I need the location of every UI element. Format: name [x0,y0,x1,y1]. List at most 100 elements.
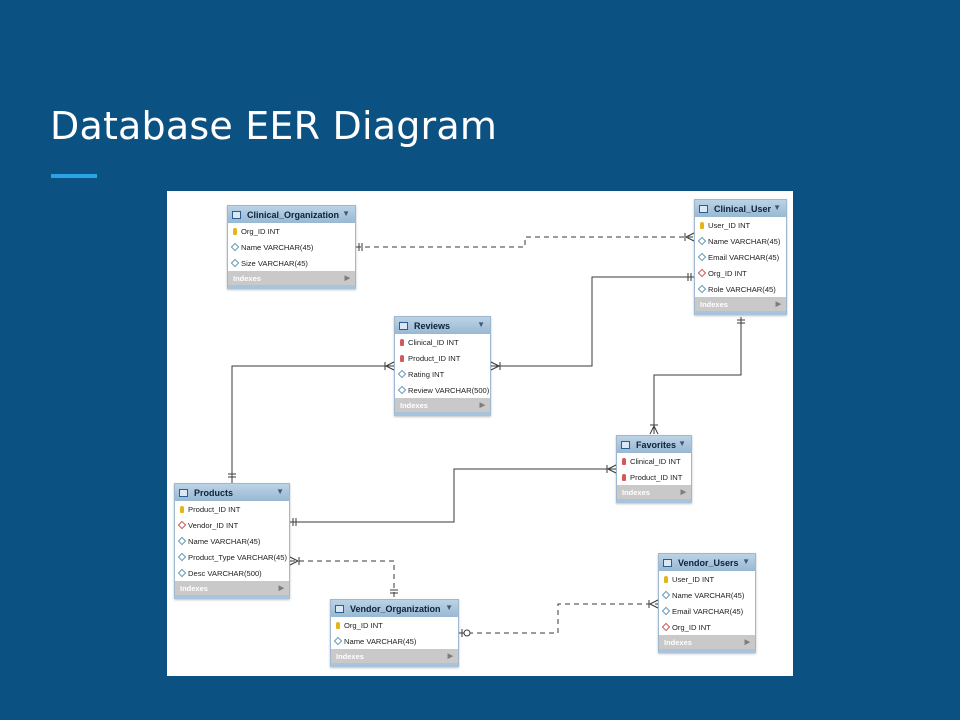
table-favorites[interactable]: Favorites▼ Clinical_ID INT Product_ID IN… [616,435,692,503]
table-products[interactable]: Products▼ Product_ID INT Vendor_ID INT N… [174,483,290,599]
crow-foot-vendor-users [648,599,659,609]
column-label: Name VARCHAR(45) [241,242,314,252]
indexes-label: Indexes [336,651,364,661]
column-label: Org_ID INT [708,268,747,278]
column-row[interactable]: Review VARCHAR(500) [395,382,490,398]
column-row[interactable]: Org_ID INT [695,265,786,281]
collapse-arrow-icon[interactable]: ▼ [477,320,485,329]
collapse-arrow-icon[interactable]: ▼ [445,603,453,612]
indexes-section[interactable]: Indexes▶ [228,271,355,285]
rel-vendor-users-org [459,603,658,634]
crow-foot-reviews-products [384,361,395,371]
expand-arrow-icon: ▶ [744,639,750,646]
column-row[interactable]: Name VARCHAR(45) [659,587,755,603]
column-label: Product_ID INT [408,353,461,363]
table-title: Clinical_Organization [247,209,340,220]
indexes-section[interactable]: Indexes▶ [331,649,458,663]
table-title: Clinical_User [714,203,772,214]
column-label: Name VARCHAR(45) [344,636,417,646]
column-label: Product_ID INT [630,472,683,482]
column-label: Vendor_ID INT [188,520,239,530]
foreign-key-diamond-icon [661,622,670,632]
column-row[interactable]: Org_ID INT [228,223,355,239]
indexes-label: Indexes [400,400,428,410]
column-row[interactable]: Product_ID INT [175,501,289,517]
bar-clinical-user-reviews [687,273,692,281]
foreign-key-diamond-icon [697,268,706,278]
column-diamond-icon [661,606,670,616]
table-title: Reviews [414,320,451,331]
bar-clinical-org [358,243,363,251]
collapse-arrow-icon[interactable]: ▼ [773,203,781,212]
column-row[interactable]: Vendor_ID INT [175,517,289,533]
bar-products-favorites [292,518,297,526]
column-row[interactable]: Size VARCHAR(45) [228,255,355,271]
indexes-section[interactable]: Indexes▶ [175,581,289,595]
column-label: Name VARCHAR(45) [672,590,745,600]
table-vendor-users[interactable]: Vendor_Users▼ User_ID INT Name VARCHAR(4… [658,553,756,653]
collapse-arrow-icon[interactable]: ▼ [742,557,750,566]
foreign-primary-key-icon [398,338,405,346]
expand-arrow-icon: ▶ [775,301,781,308]
column-label: Name VARCHAR(45) [188,536,261,546]
column-row[interactable]: Org_ID INT [659,619,755,635]
slide-title: Database EER Diagram [50,104,498,148]
bar-clinical-user-favorites [737,319,745,324]
table-title: Vendor_Organization [350,603,441,614]
indexes-label: Indexes [180,583,208,593]
column-row[interactable]: Clinical_ID INT [395,334,490,350]
collapse-arrow-icon[interactable]: ▼ [342,209,350,218]
table-icon [699,204,708,213]
table-clinical-organization[interactable]: Clinical_Organization▼ Org_ID INT Name V… [227,205,356,289]
indexes-section[interactable]: Indexes ▶ [617,485,691,499]
indexes-label: Indexes [622,487,650,497]
column-label: Product_ID INT [188,504,241,514]
foreign-primary-key-icon [398,354,405,362]
column-row[interactable]: Product_ID INT [617,469,691,485]
column-row[interactable]: Product_Type VARCHAR(45) [175,549,289,565]
column-row[interactable]: Desc VARCHAR(500) [175,565,289,581]
column-label: Product_Type VARCHAR(45) [188,552,288,562]
table-clinical-user[interactable]: Clinical_User▼ User_ID INT Name VARCHAR(… [694,199,787,315]
column-row[interactable]: Name VARCHAR(45) [175,533,289,549]
optional-circle-vendor-org [463,629,471,637]
indexes-section[interactable]: Indexes▶ [659,635,755,649]
table-icon [399,321,408,330]
column-label: Email VARCHAR(45) [708,252,780,262]
column-row[interactable]: Email VARCHAR(45) [659,603,755,619]
collapse-arrow-icon[interactable]: ▼ [276,487,284,496]
column-label: Email VARCHAR(45) [672,606,744,616]
relationship-lines [228,232,745,637]
indexes-label: Indexes [233,273,261,283]
column-row[interactable]: User_ID INT [695,217,786,233]
rel-reviews-products [231,365,394,483]
indexes-section[interactable]: Indexes▶ [695,297,786,311]
foreign-primary-key-icon [620,473,627,481]
column-row[interactable]: Rating INT [395,366,490,382]
column-row[interactable]: Name VARCHAR(45) [228,239,355,255]
table-icon [335,604,344,613]
column-row[interactable]: Email VARCHAR(45) [695,249,786,265]
column-label: Org_ID INT [344,620,383,630]
column-row[interactable]: Product_ID INT [395,350,490,366]
column-row[interactable]: Name VARCHAR(45) [331,633,458,649]
table-reviews[interactable]: Reviews▼ Clinical_ID INT Product_ID INT … [394,316,491,416]
crow-foot-clinical-user-org [684,232,695,242]
collapse-arrow-icon[interactable]: ▼ [678,439,686,448]
column-label: Review VARCHAR(500) [408,385,490,395]
table-vendor-organization[interactable]: Vendor_Organization ▼ Org_ID INT Name VAR… [330,599,459,667]
column-row[interactable]: User_ID INT [659,571,755,587]
column-row[interactable]: Role VARCHAR(45) [695,281,786,297]
table-icon [663,558,672,567]
column-row[interactable]: Org_ID INT [331,617,458,633]
rel-reviews-clinical-user [491,276,694,367]
primary-key-icon [662,575,669,583]
column-row[interactable]: Name VARCHAR(45) [695,233,786,249]
expand-arrow-icon: ▶ [680,489,686,496]
title-underline [51,174,97,178]
indexes-section[interactable]: Indexes▶ [395,398,490,412]
foreign-primary-key-icon [620,457,627,465]
column-row[interactable]: Clinical_ID INT [617,453,691,469]
column-label: Clinical_ID INT [408,337,459,347]
rel-favorites-products [290,468,616,523]
